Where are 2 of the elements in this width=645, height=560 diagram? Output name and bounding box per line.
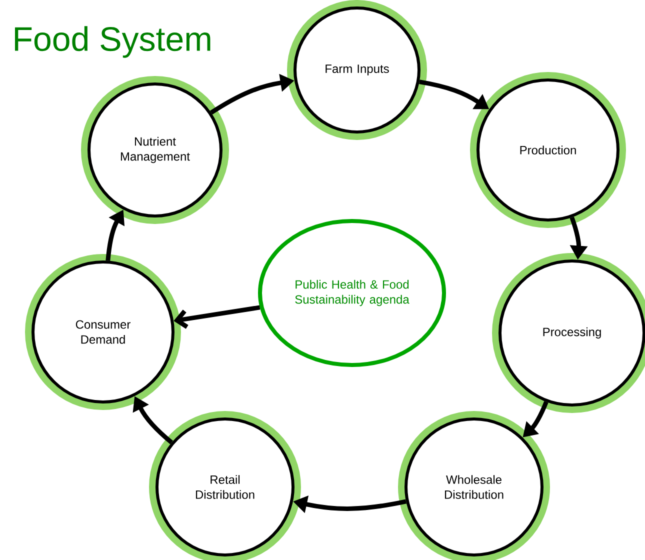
arrow	[174, 305, 260, 329]
title: Food System	[15, 26, 210, 58]
